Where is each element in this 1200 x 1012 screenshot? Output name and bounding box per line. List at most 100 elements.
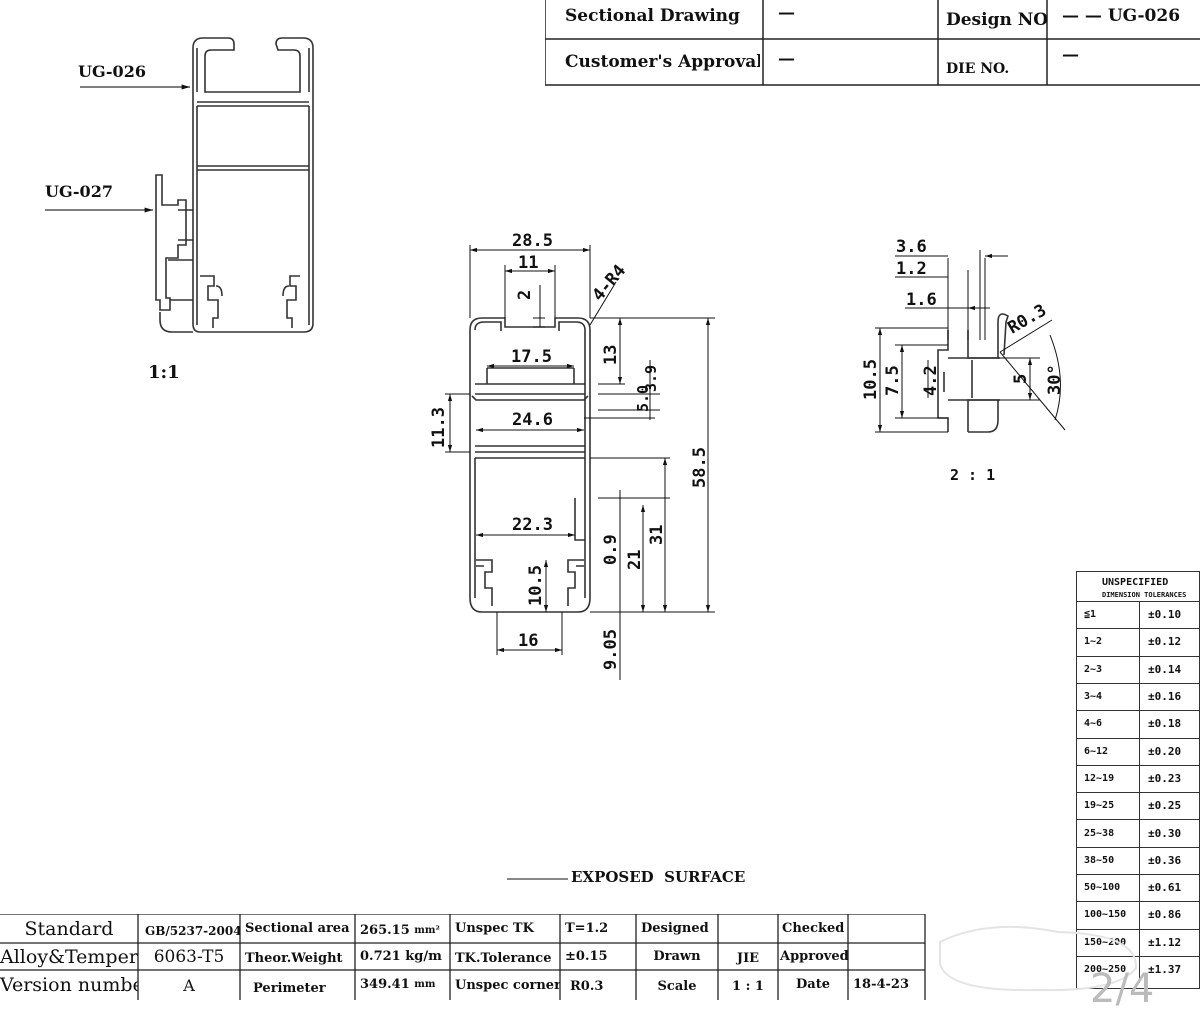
designed-value <box>718 914 778 943</box>
tolerance-range: 50~100 <box>1084 882 1121 894</box>
tolerance-header-2: DIMENSION TOLERANCES <box>1102 591 1187 599</box>
dim-13: 13 <box>601 345 621 365</box>
detail-view <box>937 313 1009 433</box>
bottom-block-grid <box>0 914 926 1000</box>
tolerance-range: 12~19 <box>1084 772 1115 784</box>
sectional-area-unit: mm² <box>414 925 440 936</box>
tolerance-value: ±0.23 <box>1148 771 1182 785</box>
dim-2: 2 <box>515 290 535 300</box>
tolerance-row-divider <box>1077 737 1199 739</box>
detail-dim-5: 5 <box>1011 374 1031 384</box>
dim-24-6: 24.6 <box>512 410 553 430</box>
tolerance-range: 3~4 <box>1084 691 1103 703</box>
title-block: Sectional Drawing — Design NO. — — UG-02… <box>545 0 1200 86</box>
tolerance-value: ±0.36 <box>1148 853 1182 867</box>
version-number-label: Version number <box>0 974 138 996</box>
unspec-tk-value: T=1.2 <box>565 921 609 936</box>
dim-28-5: 28.5 <box>512 231 553 251</box>
tolerance-row-divider <box>1077 874 1199 875</box>
unspec-corners-value: R0.3 <box>570 978 604 994</box>
dim-11: 11 <box>518 253 538 273</box>
theor-weight-value: 0.721 kg/m <box>360 949 442 964</box>
standard-label: Standard <box>24 917 114 940</box>
perimeter-cell: 349.41 mm <box>355 970 450 998</box>
tolerance-value: ±0.10 <box>1148 608 1182 622</box>
tolerance-range: 100~150 <box>1084 909 1127 921</box>
tolerance-row-divider <box>1077 682 1199 684</box>
approved-value <box>848 943 925 970</box>
designed-label: Designed <box>641 921 709 936</box>
detail-dim-30-deg: 30° <box>1045 364 1065 395</box>
dim-5-0: 5.0 <box>634 385 652 412</box>
detail-dimension-labels: 3.6 1.2 1.6 R0.3 10.5 7.5 4.2 5 30° <box>861 237 1065 400</box>
tolerance-table: UNSPECIFIED DIMENSION TOLERANCES ≦1±0.10… <box>1076 571 1200 989</box>
dim-9-05: 9.05 <box>601 629 621 670</box>
dim-4-r4: 4-R4 <box>589 261 631 305</box>
scale-label: Scale <box>657 978 697 994</box>
unspec-corners-label: Unspec corners <box>455 977 560 993</box>
tolerance-value: ±0.12 <box>1148 635 1182 649</box>
theor-weight-label: Theor.Weight <box>245 951 343 966</box>
standard-value: GB/5237-2004 <box>145 923 240 938</box>
tolerance-row-divider <box>1077 792 1199 794</box>
tolerance-value: ±0.14 <box>1148 662 1182 676</box>
sectional-drawing-value: — <box>778 3 795 23</box>
version-number-value: A <box>183 975 195 995</box>
dim-31: 31 <box>647 525 667 545</box>
die-no-label: DIE NO. <box>946 61 1010 77</box>
exposed-surface-label: EXPOSED SURFACE <box>571 868 746 886</box>
tolerance-row-divider <box>1077 655 1199 657</box>
tolerance-value: ±1.12 <box>1148 935 1182 949</box>
alloy-temper-value: 6063-T5 <box>153 946 225 967</box>
perimeter-value: 349.41 <box>360 976 410 992</box>
drawn-label: Drawn <box>653 949 701 964</box>
tolerance-range: 1~2 <box>1084 636 1103 648</box>
page-mark: 2/4 <box>1090 966 1155 1012</box>
tolerance-range: 2~3 <box>1084 663 1103 675</box>
dim-3-9: 3.9 <box>642 365 660 392</box>
date-value: 18-4-23 <box>853 976 910 992</box>
customer-approval-label: Customer's Approval <box>565 52 760 72</box>
detail-dim-1-6: 1.6 <box>906 290 937 310</box>
tolerance-row-divider <box>1077 628 1199 630</box>
tolerance-range: 19~25 <box>1084 800 1115 812</box>
dim-16: 16 <box>518 631 538 651</box>
tolerance-column-divider <box>1139 601 1140 984</box>
tolerance-value: ±0.61 <box>1148 881 1182 895</box>
smudged-stamp <box>939 925 1138 992</box>
tolerance-header-1: UNSPECIFIED <box>1102 576 1169 588</box>
left-assembly-view <box>45 37 314 333</box>
left-view-scale: 1:1 <box>148 362 180 383</box>
dim-10-5: 10.5 <box>526 565 546 606</box>
tolerance-range: 25~38 <box>1084 827 1115 839</box>
design-no-label: Design NO. <box>946 10 1047 30</box>
checked-label: Checked <box>782 921 845 936</box>
detail-dim-r0-3: R0.3 <box>1005 301 1050 339</box>
date-label: Date <box>796 976 830 992</box>
alloy-temper-label: Alloy&Temper <box>0 945 138 968</box>
unspec-tk-label: Unspec TK <box>455 921 534 936</box>
sectional-area-value: 265.15 <box>360 923 410 938</box>
tolerance-range: 150~200 <box>1084 936 1127 948</box>
approved-label: Approved <box>780 949 848 964</box>
bottom-title-block: Standard Alloy&Temper Version number GB/… <box>0 914 1200 1012</box>
dim-11-3: 11.3 <box>429 407 449 448</box>
tolerance-row-divider <box>1077 928 1199 930</box>
perimeter-unit: mm <box>414 978 436 990</box>
tolerance-row-divider <box>1077 710 1199 712</box>
tolerance-row-divider <box>1077 901 1199 903</box>
tolerance-value: ±0.30 <box>1148 826 1182 840</box>
sectional-area-cell: 265.15 mm² <box>355 916 450 945</box>
detail-dim-3-6: 3.6 <box>896 237 927 257</box>
tolerance-row-divider <box>1077 955 1199 957</box>
tk-tolerance-value: ±0.15 <box>565 949 608 964</box>
tk-tolerance-label: TK.Tolerance <box>455 951 552 966</box>
tolerance-row-divider <box>1077 764 1199 766</box>
main-section-dimensions <box>445 245 715 680</box>
customer-approval-value: — <box>778 49 795 69</box>
tolerance-value: ±0.25 <box>1148 799 1182 813</box>
tolerance-row-divider <box>1077 846 1199 848</box>
dim-58-5: 58.5 <box>690 447 710 488</box>
tolerance-range: 4~6 <box>1084 718 1103 730</box>
